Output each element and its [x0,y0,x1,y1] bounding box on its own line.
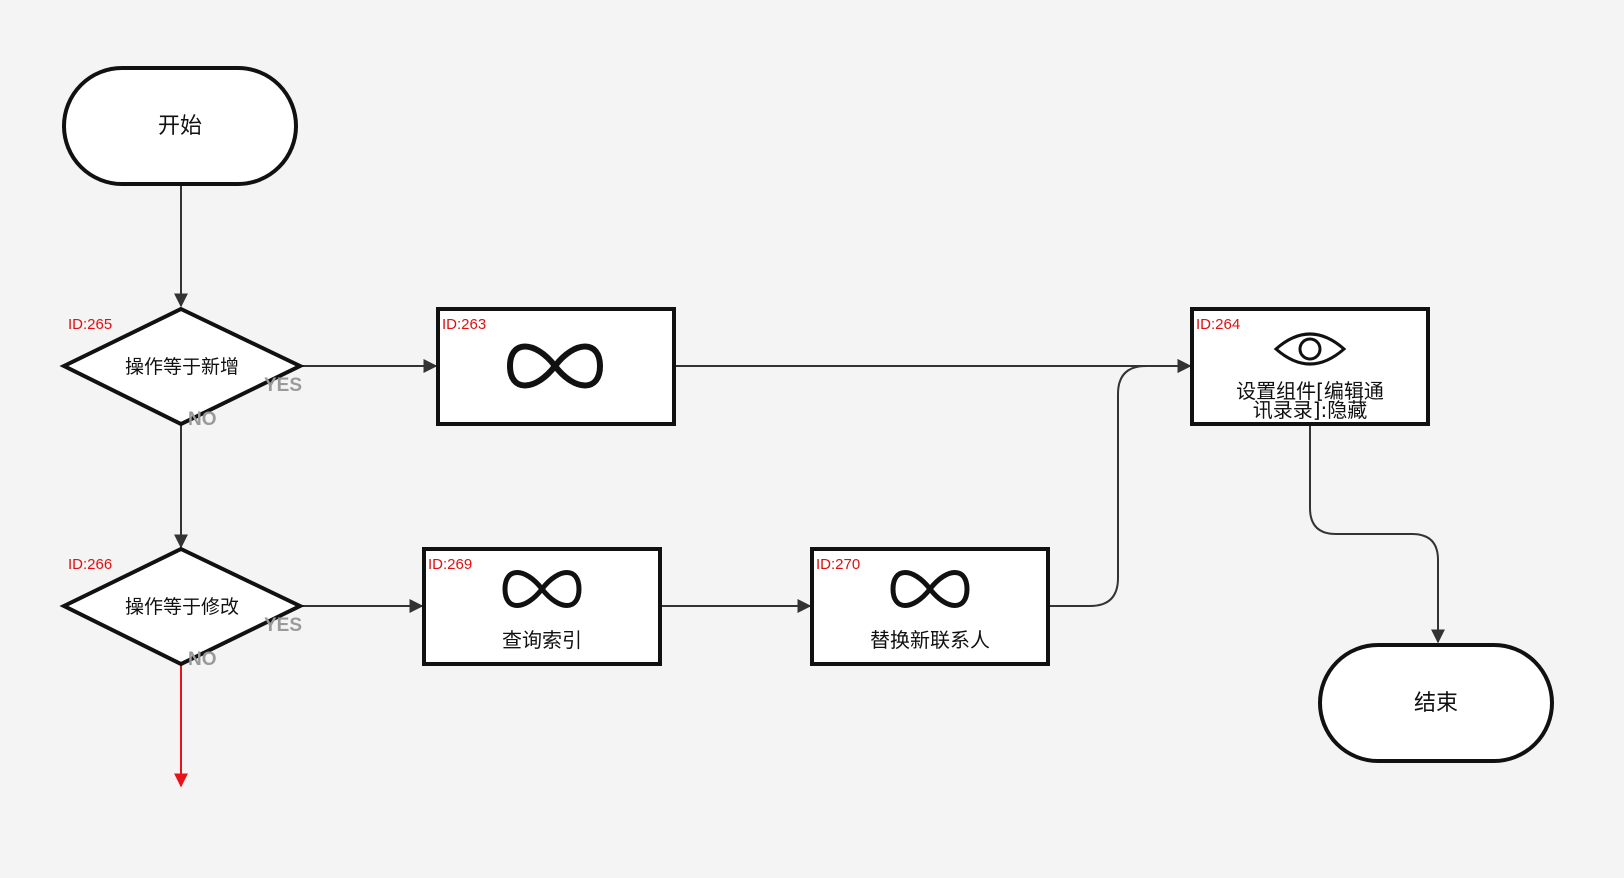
edge-270-to-264[interactable] [1048,359,1192,607]
decision-265-no-label: NO [188,409,217,430]
eye-icon [1273,332,1347,366]
process-270-shape [810,547,1050,666]
decision-266-shape [59,546,305,667]
process-263[interactable]: ID:263 [436,307,676,426]
end-node[interactable]: 结束 [1318,643,1554,763]
start-shape [62,66,298,186]
process-270[interactable]: ID:270 替换新联系人 [810,547,1050,666]
process-264-label-line1: 设置组件[编辑通 [1236,379,1384,403]
decision-265-shape [59,306,305,427]
process-264-shape [1190,307,1430,426]
decision-265-yes-label: YES [264,375,302,396]
decision-266[interactable]: ID:266 操作等于修改 YES NO [59,546,305,670]
decision-265-label: 操作等于新增 [125,356,239,378]
end-shape [1318,643,1554,763]
edges [174,184,1445,788]
decision-266-yes-label: YES [264,615,302,636]
start-label: 开始 [158,114,202,139]
process-264[interactable]: ID:264 设置组件[编辑通 讯录录]:隐藏 [1190,307,1430,426]
process-270-label: 替换新联系人 [870,628,990,652]
process-269[interactable]: ID:269 查询索引 [422,547,662,666]
process-264-label-line2: 讯录录]:隐藏 [1253,398,1368,422]
process-264-id: ID:264 [1196,316,1240,333]
infinity-icon [890,570,970,608]
start-node[interactable]: 开始 [62,66,298,186]
decision-265[interactable]: ID:265 操作等于新增 YES NO [59,306,305,430]
edge-264-to-end[interactable] [1309,424,1445,644]
process-269-id: ID:269 [428,556,472,573]
infinity-icon [506,343,604,389]
decision-266-no-label: NO [188,649,217,670]
process-269-label: 查询索引 [502,628,582,652]
decision-266-id: ID:266 [68,556,112,573]
end-label: 结束 [1414,691,1458,716]
process-269-shape [422,547,662,666]
process-270-id: ID:270 [816,556,860,573]
process-263-id: ID:263 [442,316,486,333]
decision-265-id: ID:265 [68,316,112,333]
infinity-icon [502,570,582,608]
decision-266-label: 操作等于修改 [125,596,239,618]
